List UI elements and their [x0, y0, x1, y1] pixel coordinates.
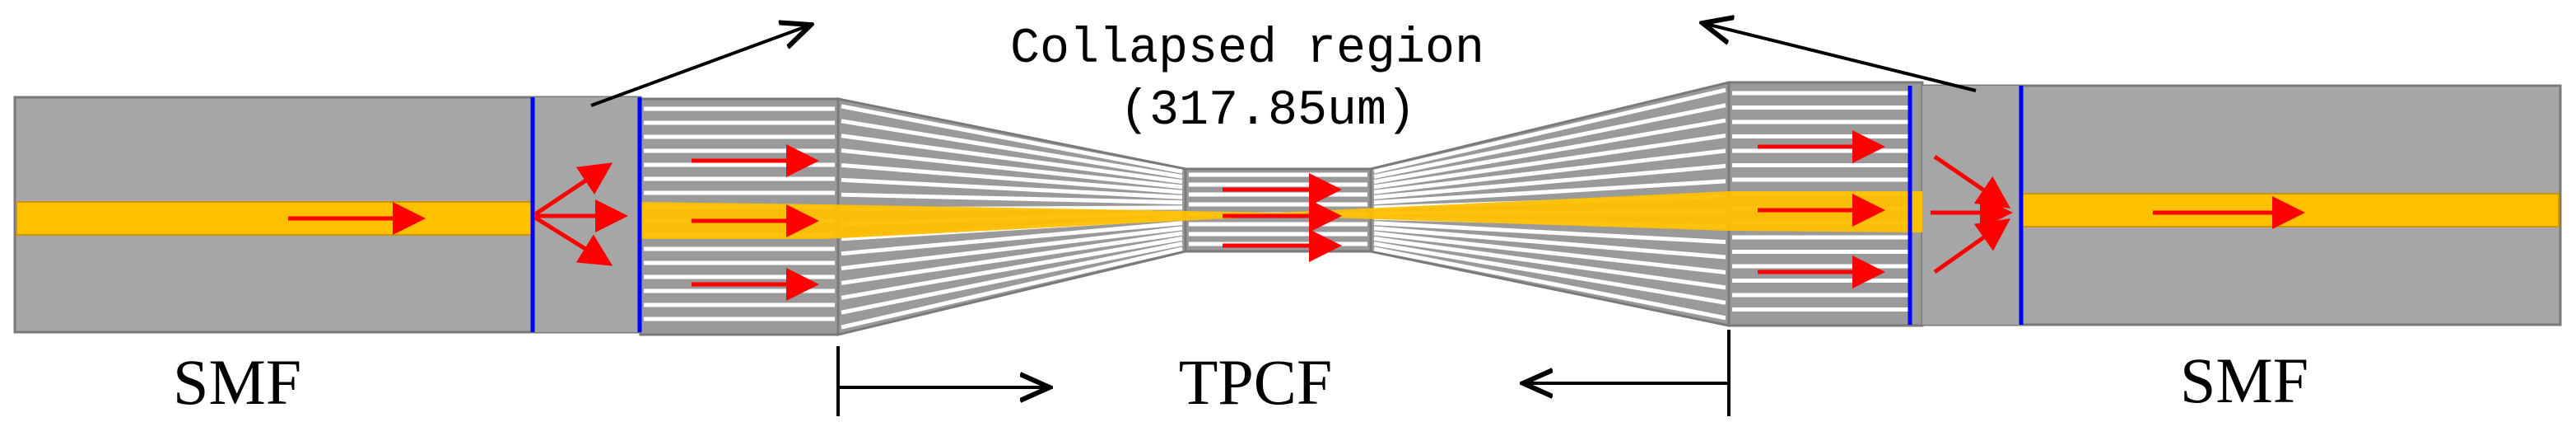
collapsed-pointer-right: [1703, 23, 1977, 92]
air-hole-stripe: [1373, 231, 1726, 274]
collapsed-region-label: Collapsed region: [1010, 21, 1484, 77]
air-hole-stripe: [841, 119, 1183, 179]
air-hole-stripe: [841, 192, 1183, 205]
air-hole-stripe: [1373, 87, 1726, 174]
air-hole-stripe: [841, 221, 1183, 256]
collapsed-pointer-left: [590, 25, 811, 107]
arrow-splice-up: [533, 162, 613, 217]
air-hole-stripe: [841, 104, 1183, 174]
air-hole-stripe: [841, 241, 1183, 315]
air-hole-stripe: [1373, 163, 1726, 199]
air-hole-stripe: [1373, 246, 1726, 321]
air-hole-stripe: [1373, 221, 1726, 245]
right-smf: [1921, 84, 2562, 326]
right-taper-air-holes: [1373, 87, 1726, 321]
air-hole-stripe: [1373, 148, 1726, 195]
collapsed-region-length: (317.85um): [1120, 83, 1416, 139]
air-hole-stripe: [841, 177, 1183, 199]
air-hole-stripe: [841, 246, 1183, 330]
air-hole-stripe: [841, 134, 1183, 185]
air-hole-stripe: [1373, 236, 1726, 290]
air-hole-stripe: [1373, 226, 1726, 260]
air-hole-stripe: [841, 162, 1183, 195]
arrow-converge-bot: [1933, 218, 2011, 274]
air-hole-stripe: [841, 226, 1183, 271]
tapered-light-beam-right: [1278, 191, 1922, 232]
right-smf-core: [1922, 193, 2560, 227]
arrow-splice-down: [533, 215, 613, 266]
light-arrows: [288, 130, 2305, 301]
air-hole-stripe: [1373, 241, 1726, 305]
air-hole-stripe: [1373, 118, 1726, 185]
air-hole-stripe: [841, 148, 1183, 190]
air-hole-stripe: [1373, 134, 1726, 190]
air-hole-stripe: [841, 231, 1183, 285]
tpcf-label: TPCF: [1179, 346, 1332, 418]
smf-left-label: SMF: [173, 346, 301, 418]
air-hole-stripe: [841, 236, 1183, 300]
air-hole-stripe: [1373, 103, 1726, 179]
smf-right-label: SMF: [2180, 345, 2308, 416]
air-hole-stripe: [1373, 179, 1726, 205]
